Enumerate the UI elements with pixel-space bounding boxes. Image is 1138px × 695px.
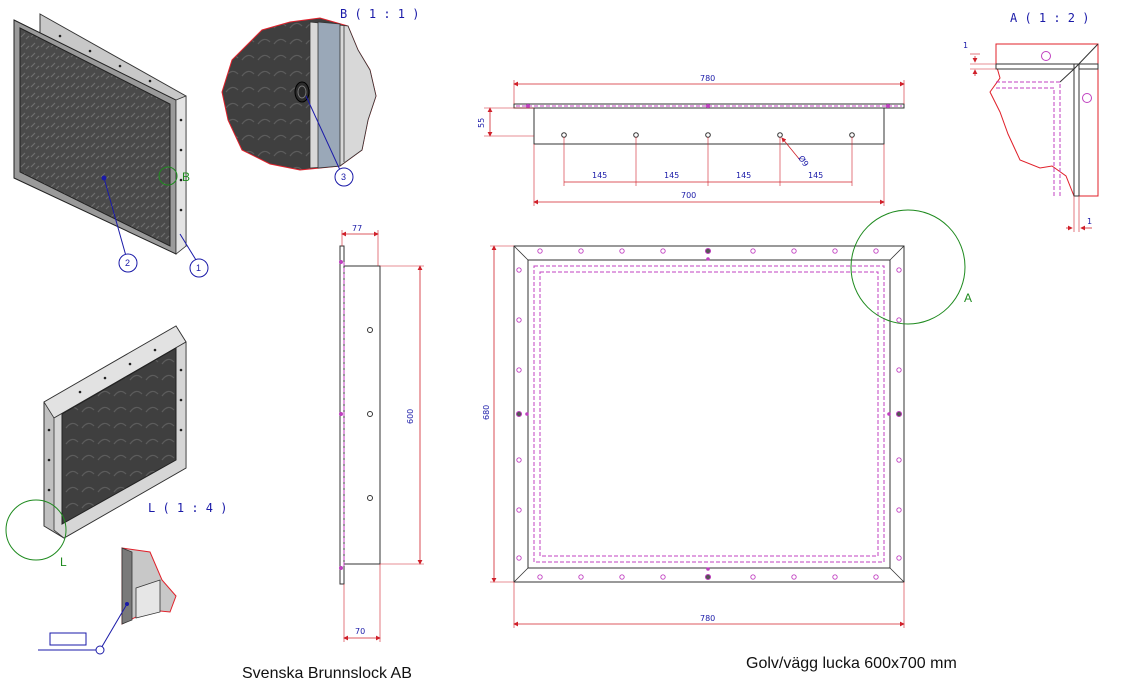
dim-side-height: 600 — [406, 409, 415, 424]
company-name: Svenska Brunnslock AB — [242, 665, 412, 682]
isometric-view-front: B 2 1 — [13, 13, 209, 278]
dim-front-height: 680 — [482, 405, 491, 420]
detail-l-view — [38, 547, 177, 655]
balloon-2 — [118, 253, 138, 273]
detail-b-view: 3 B ( 1 : 1 ) — [221, 7, 419, 187]
detail-b-marker: B — [182, 170, 190, 184]
dim-detail-a-bottom: 1 — [1087, 217, 1092, 226]
dim-inner-width: 700 — [681, 191, 696, 200]
product-title: Golv/vägg lucka 600x700 mm — [746, 655, 957, 672]
balloon-1-text: 1 — [196, 263, 201, 273]
balloon-3-text: 3 — [341, 172, 346, 182]
isometric-view-back: L L ( 1 : 4 ) — [5, 325, 227, 569]
dim-detail-a-top: 1 — [963, 41, 968, 50]
dim-top-width: 780 — [700, 74, 715, 83]
dim-front-width: 780 — [700, 614, 715, 623]
balloon-1 — [189, 258, 209, 278]
dim-hole-diameter: Ø9 — [796, 153, 811, 168]
detail-l-marker: L — [60, 555, 67, 569]
detail-b-title: B ( 1 : 1 ) — [340, 7, 419, 21]
detail-a-marker: A — [964, 291, 972, 305]
side-view: 77 600 70 — [339, 224, 424, 642]
detail-a-title: A ( 1 : 2 ) — [1010, 11, 1089, 25]
dim-spacing-1: 145 — [592, 171, 607, 180]
front-view: 680 780 A — [482, 209, 972, 628]
dim-spacing-4: 145 — [808, 171, 823, 180]
dim-spacing-3: 145 — [736, 171, 751, 180]
dim-side-bottom: 70 — [355, 627, 365, 636]
detail-l-title: L ( 1 : 4 ) — [148, 501, 227, 515]
dim-top-height: 55 — [477, 118, 486, 128]
balloon-3 — [334, 167, 354, 187]
dim-side-top: 77 — [352, 224, 362, 233]
top-view: 780 55 145 145 145 145 Ø9 700 — [477, 74, 905, 206]
balloon-2-text: 2 — [125, 258, 130, 268]
dim-spacing-2: 145 — [664, 171, 679, 180]
detail-a-view: A ( 1 : 2 ) 1 1 — [963, 11, 1099, 232]
